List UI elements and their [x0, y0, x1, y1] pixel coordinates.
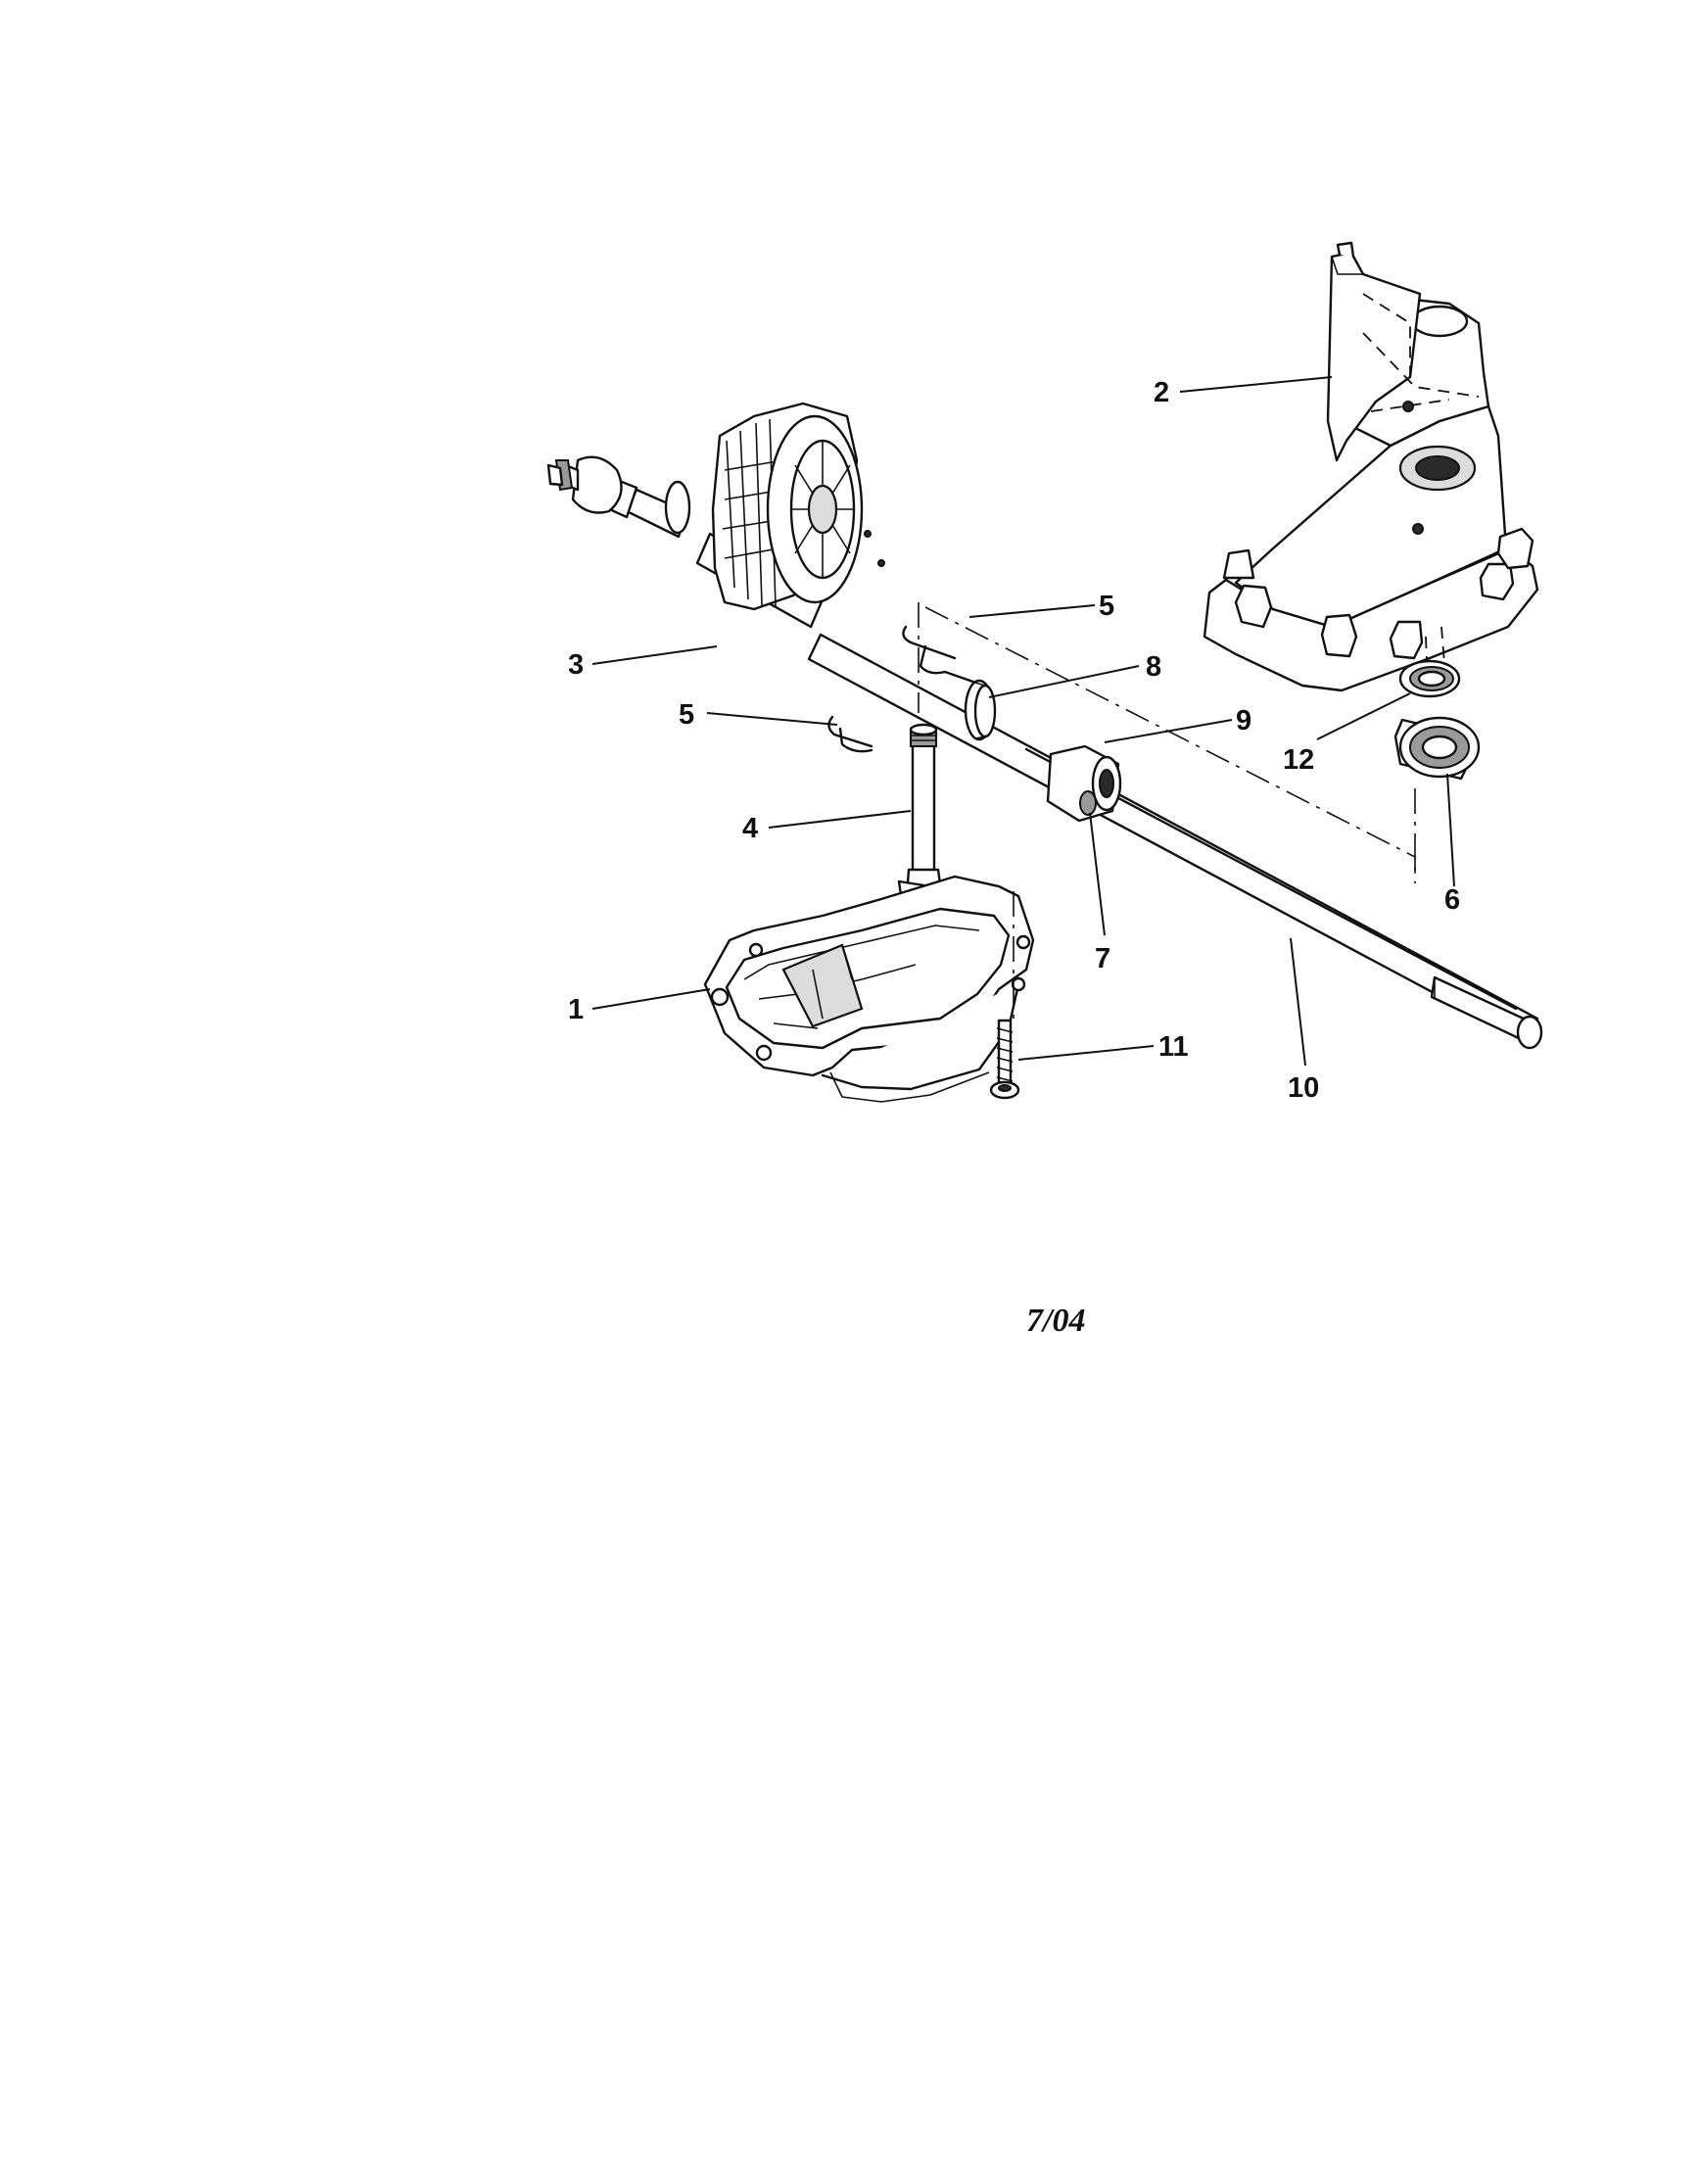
- spacer-bushing: [1046, 744, 1122, 823]
- leader-2: [1179, 376, 1333, 393]
- leader-3: [591, 645, 718, 665]
- leader-8: [988, 665, 1140, 698]
- retaining-pin-lower: [827, 715, 873, 753]
- callout-1: 1: [568, 994, 584, 1025]
- revision-date: 7/04: [1026, 1303, 1086, 1339]
- leader-5a: [968, 604, 1096, 618]
- leader-5b: [706, 712, 838, 726]
- callout-9: 9: [1236, 705, 1251, 736]
- leader-4: [768, 810, 912, 829]
- leader-1: [591, 988, 711, 1010]
- callout-10: 10: [1288, 1072, 1319, 1104]
- leader-12: [1316, 692, 1411, 740]
- leader-7: [1089, 812, 1106, 936]
- ball-bearing-small: [1398, 659, 1461, 698]
- bevel-drive-gear: [711, 402, 885, 611]
- callout-4: 4: [742, 813, 758, 844]
- assembly-lines: [918, 602, 1416, 1019]
- leader-11: [1017, 1045, 1155, 1061]
- callout-leaders: [591, 376, 1455, 1067]
- callout-5a: 5: [1099, 591, 1114, 622]
- callout-7: 7: [1095, 943, 1110, 974]
- retaining-pin-upper: [902, 625, 986, 688]
- cap-screw: [989, 1019, 1020, 1100]
- ball-bearing-large: [1393, 716, 1481, 781]
- thrust-washer: [964, 679, 997, 741]
- leader-10: [1290, 937, 1306, 1067]
- callout-5b: 5: [679, 699, 694, 731]
- leader-9: [1104, 719, 1233, 743]
- callout-11: 11: [1158, 1031, 1189, 1063]
- upper-gear-case-housing: [1203, 241, 1539, 692]
- callout-6: 6: [1444, 884, 1460, 916]
- callout-labels: 1 2 3 4 5 5 6 7 8 9 10 11 12: [568, 377, 1460, 1104]
- sleeve-bearing: [1079, 790, 1097, 816]
- callout-8: 8: [1146, 651, 1161, 683]
- leader-6: [1446, 773, 1455, 887]
- callout-12: 12: [1283, 744, 1314, 776]
- lower-gear-case-housing: [703, 875, 1035, 1103]
- callout-3: 3: [568, 649, 584, 681]
- callout-2: 2: [1154, 377, 1169, 408]
